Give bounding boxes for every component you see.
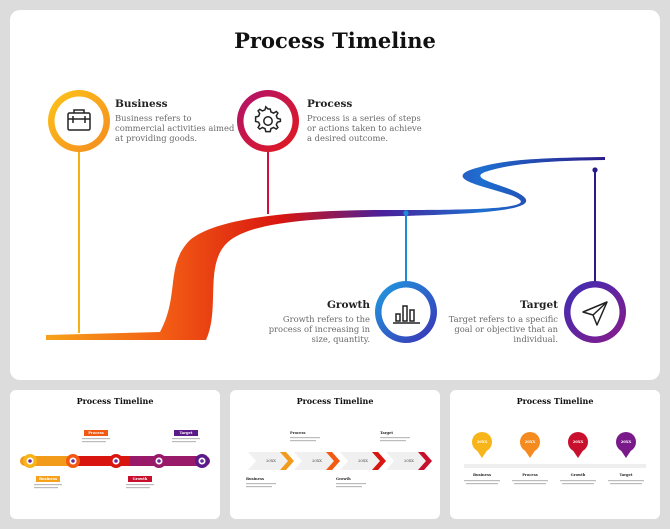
thumb3-pin-4: 20XX [620, 440, 632, 444]
thumb2-label-process: Process [290, 431, 306, 435]
thumb2-label-target: Target [380, 431, 394, 435]
thumb1-label-process: Process [88, 431, 104, 435]
thumb3-pin-1: 20XX [476, 440, 488, 444]
thumbnail-slide-3[interactable]: Process Timeline 20XX 20XX 20XX 20XX Bus… [450, 390, 660, 519]
process-description: Process is a series of steps or actions … [307, 113, 422, 143]
thumb2-chevron-4: 20XX [404, 459, 414, 463]
thumb3-label-target: Target [619, 473, 633, 477]
thumb2-chevron-3: 20XX [358, 459, 368, 463]
thumbnail-title: Process Timeline [76, 396, 154, 406]
thumb1-label-growth: Growth [132, 477, 148, 481]
target-description: Target refers to a specific goal or obje… [448, 314, 558, 344]
process-heading: Process [307, 98, 353, 110]
thumb3-pin-2: 20XX [524, 440, 536, 444]
bar-chart-icon [393, 305, 420, 324]
slide-title: Process Timeline [234, 28, 436, 53]
thumb2-chevron-2: 20XX [312, 459, 322, 463]
main-slide: Process Timeline [10, 10, 660, 380]
thumb2-label-business: Business [246, 477, 264, 481]
thumbnail-slide-1[interactable]: Process Timeline Process Target Business… [10, 390, 220, 519]
growth-description: Growth refers to the process of increasi… [268, 314, 370, 344]
thumbnail-title: Process Timeline [516, 396, 594, 406]
thumbnail-1-graphic [20, 430, 210, 489]
thumb1-label-target: Target [179, 431, 193, 435]
thumbnail-title: Process Timeline [296, 396, 374, 406]
business-ring [48, 90, 110, 152]
thumbnail-slide-2[interactable]: Process Timeline 20XX 20XX 20XX 20XX Pro… [230, 390, 440, 519]
growth-ring [375, 281, 437, 343]
business-heading: Business [115, 98, 168, 110]
briefcase-icon [67, 109, 91, 131]
thumb3-pin-3: 20XX [572, 440, 584, 444]
target-ring [564, 281, 626, 343]
thumb3-label-growth: Growth [570, 473, 586, 477]
timeline-road [46, 157, 605, 340]
process-ring [237, 90, 299, 152]
thumb2-chevron-1: 20XX [266, 459, 276, 463]
gear-icon [254, 105, 282, 133]
paper-plane-icon [582, 301, 608, 326]
thumbnail-2-graphic [246, 437, 432, 488]
target-heading: Target [519, 299, 558, 311]
timeline-graphic [46, 90, 626, 343]
thumb1-label-business: Business [39, 477, 57, 481]
thumbnail-3-graphic [464, 432, 646, 485]
thumb3-label-business: Business [473, 473, 491, 477]
growth-heading: Growth [326, 299, 370, 311]
business-description: Business refers to commercial activities… [115, 113, 235, 143]
thumb3-label-process: Process [522, 473, 538, 477]
thumb2-label-growth: Growth [336, 477, 351, 481]
